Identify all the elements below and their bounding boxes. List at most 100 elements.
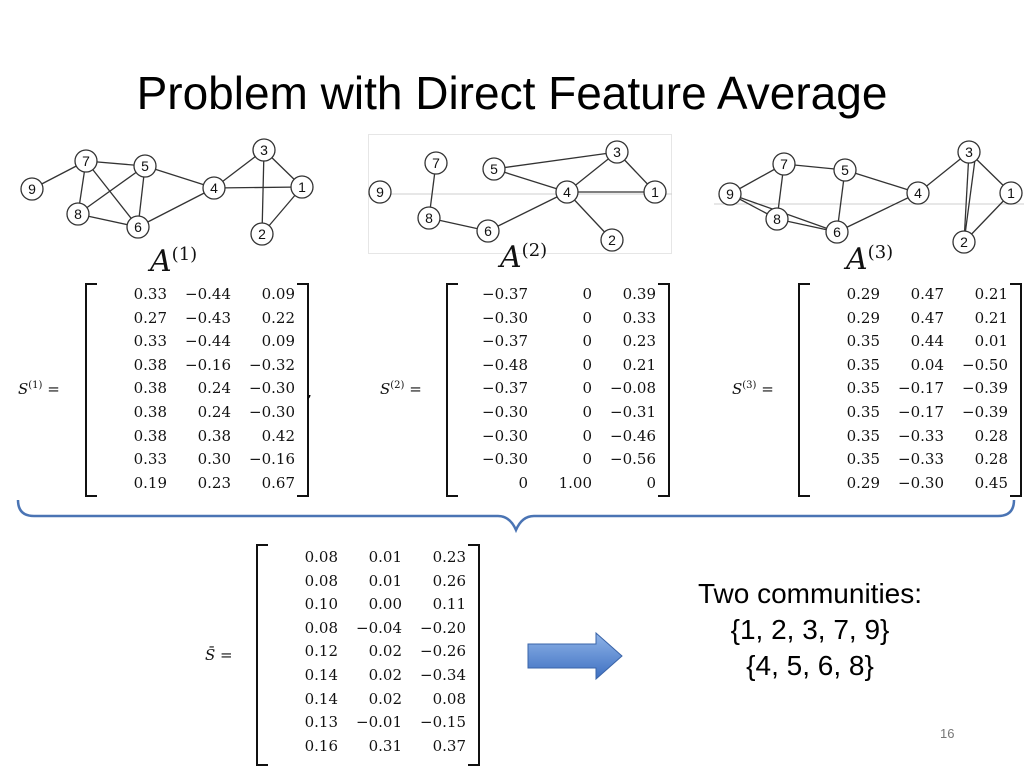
matrix-cell: 0.35	[846, 379, 880, 398]
matrix-s1-label: S(1) =	[18, 380, 60, 398]
matrix-cell: −0.01	[356, 713, 402, 732]
node-8: 8	[74, 206, 82, 222]
matrix-row: 0.38−0.16−0.32	[87, 354, 299, 378]
matrix-cell: 0.28	[974, 426, 1008, 445]
node-9: 9	[726, 186, 734, 202]
node-5: 5	[141, 158, 149, 174]
matrix-cell: 0.33	[622, 308, 656, 327]
node-8: 8	[773, 211, 781, 227]
matrix-cell: −0.39	[962, 402, 1008, 421]
matrix-cell: 0.23	[197, 473, 231, 492]
matrix-cell: 0.02	[368, 689, 402, 708]
slide-title: Problem with Direct Feature Average	[136, 67, 888, 119]
matrix-cell: 0	[582, 450, 592, 469]
matrix-cell: −0.33	[898, 450, 944, 469]
community-group-1: {1, 2, 3, 7, 9}	[730, 614, 890, 645]
graph-a2-label: A(2)	[500, 240, 548, 275]
matrix-cell: −0.48	[482, 355, 528, 374]
matrix-cell: 0.04	[910, 355, 944, 374]
node-5: 5	[490, 161, 498, 177]
matrix-cell: 0.19	[133, 473, 167, 492]
matrix-cell: −0.17	[898, 379, 944, 398]
right-arrow-icon	[526, 631, 624, 686]
matrix-cell: −0.08	[610, 379, 656, 398]
matrix-cell: 0.14	[304, 665, 338, 684]
matrix-cell: −0.04	[356, 618, 402, 637]
node-4: 4	[563, 184, 571, 200]
matrix-row: −0.30 0 0.33	[448, 307, 660, 331]
communities-text: Two communities: {1, 2, 3, 7, 9} {4, 5, …	[650, 576, 970, 684]
matrix-cell: 0.24	[197, 402, 231, 421]
matrix-cell: 0.01	[974, 332, 1008, 351]
matrix-cell: 0	[646, 473, 656, 492]
matrix-cell: 1.00	[558, 473, 592, 492]
node-2: 2	[608, 232, 616, 248]
matrix-cell: 0.29	[846, 473, 880, 492]
matrix-cell: 0.47	[910, 285, 944, 303]
matrix-cell: −0.43	[185, 308, 231, 327]
node-9: 9	[28, 181, 36, 197]
matrix-cell: −0.39	[962, 379, 1008, 398]
matrix-cell: 0.08	[304, 618, 338, 637]
node-4: 4	[914, 185, 922, 201]
matrix-cell: −0.31	[610, 402, 656, 421]
matrix-row: −0.48 0 0.21	[448, 354, 660, 378]
matrix-cell: 0.35	[846, 355, 880, 374]
matrix-cell: 0.12	[304, 642, 338, 661]
matrix-cell: −0.44	[185, 332, 231, 351]
matrix-cell: 0.24	[197, 379, 231, 398]
matrix-row: 0.08 0.01 0.23	[258, 546, 470, 570]
matrix-cell: 0.35	[846, 450, 880, 469]
matrix-cell: −0.34	[420, 665, 466, 684]
matrix-cell: 0.10	[304, 595, 338, 614]
matrix-cell: 0.23	[432, 548, 466, 566]
matrix-cell: −0.30	[482, 450, 528, 469]
matrix-cell: 0.35	[846, 402, 880, 421]
matrix-sbar-label: S̄ =	[205, 646, 233, 664]
matrix-cell: −0.26	[420, 642, 466, 661]
matrix-cell: 0.09	[261, 332, 295, 351]
node-3: 3	[260, 142, 268, 158]
matrix-cell: 0	[582, 402, 592, 421]
matrix-cell: −0.30	[482, 308, 528, 327]
graph-a1-svg: 1 2 3 4 5 6 7 8 9	[20, 138, 314, 246]
matrix-cell: 0.01	[368, 548, 402, 566]
matrix-cell: 0	[582, 308, 592, 327]
node-1: 1	[1007, 185, 1015, 201]
graph-a2: 1 2 3 4 5 6 7 8 9	[368, 134, 672, 254]
matrix-cell: −0.17	[898, 402, 944, 421]
node-1: 1	[298, 179, 306, 195]
graph-a3: 1 2 3 4 5 6 7 8 9	[714, 134, 1024, 256]
matrix-cell: 0.14	[304, 689, 338, 708]
node-5: 5	[841, 162, 849, 178]
matrix-cell: 0	[582, 355, 592, 374]
node-8: 8	[425, 210, 433, 226]
matrix-cell: 0.42	[261, 426, 295, 445]
matrix-cell: −0.30	[482, 426, 528, 445]
matrix-cell: 0.08	[304, 548, 338, 566]
matrix-cell: 0.33	[133, 450, 167, 469]
node-6: 6	[833, 224, 841, 240]
matrix-cell: 0.30	[197, 450, 231, 469]
matrix-cell: 0.21	[622, 355, 656, 374]
graph-a3-label: A(3)	[846, 242, 894, 277]
